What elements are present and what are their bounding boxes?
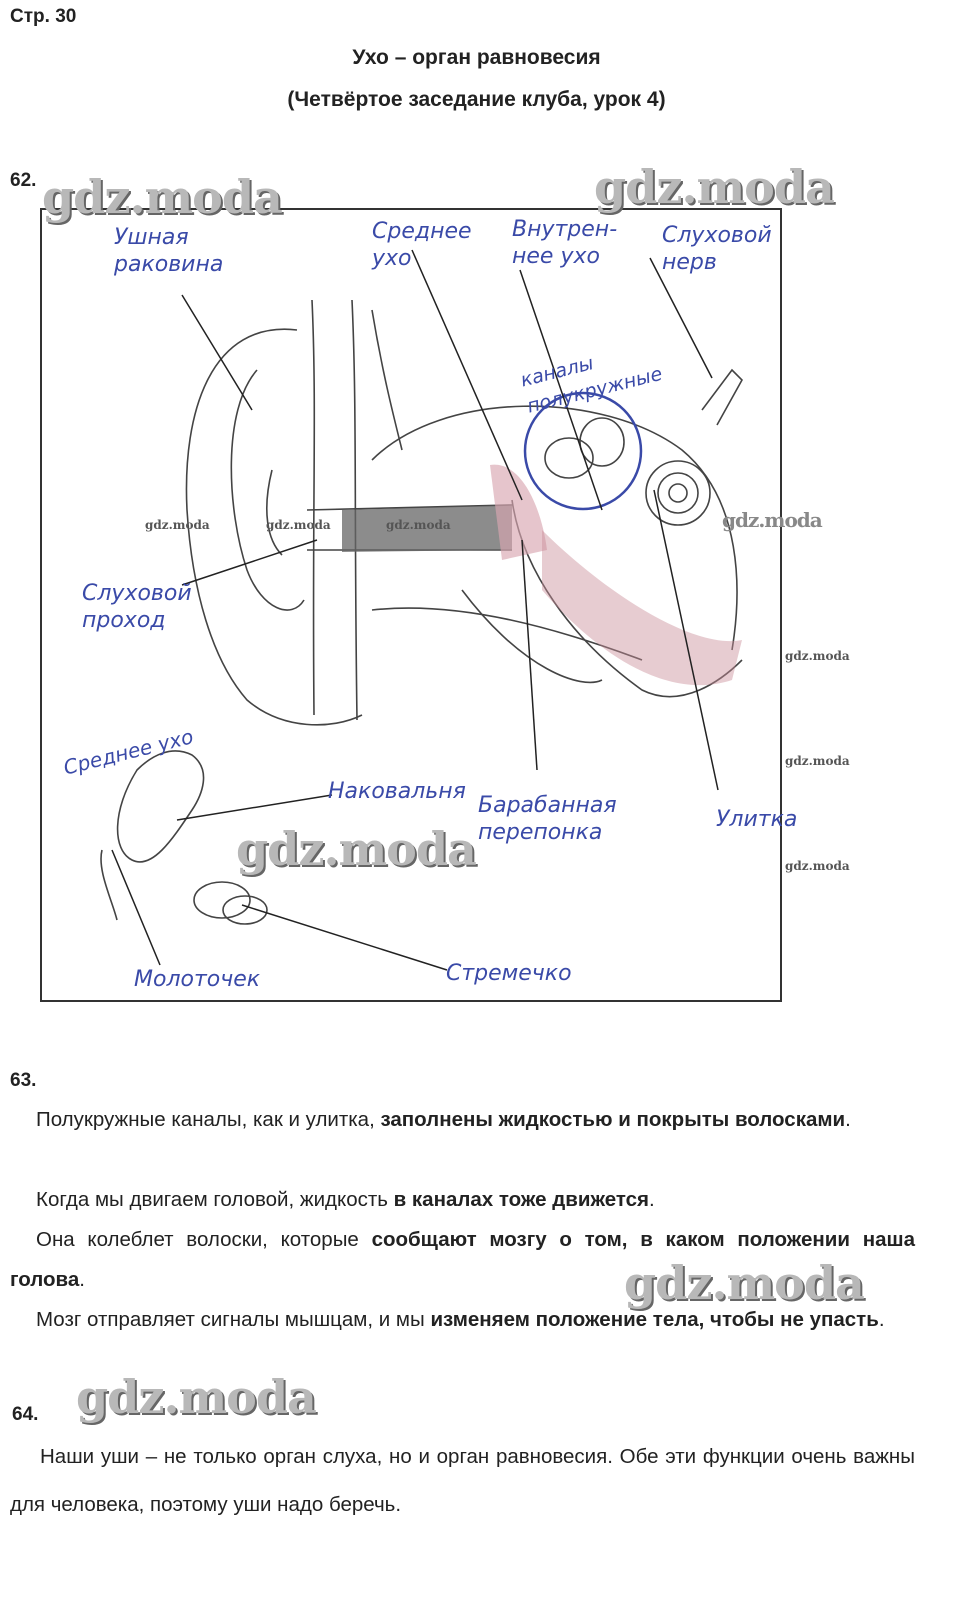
watermark: gdz.moda [42,170,283,224]
label-auditory-nerve: Слуховой нерв [662,223,772,275]
watermark-small: gdz.moda [145,518,210,532]
watermark-small: gdz.moda [785,754,850,768]
watermark: gdz.moda [236,822,477,876]
label-cochlea: Улитка [716,807,798,832]
watermark-small: gdz.moda [785,859,850,873]
task-62-number: 62. [10,170,37,191]
label-stapes: Стремечко [446,961,572,986]
label-ear-shell: Ушная раковина [114,225,224,277]
task-63-paragraph-3: Она колеблет волоски, которые сообщают м… [10,1228,915,1291]
ear-drawing [100,249,743,971]
watermark: gdz.moda [722,508,823,532]
semicircular-highlight [523,391,643,511]
label-incus: Наковальня [328,779,466,804]
label-inner-ear: Внутрен-нее ухо [512,217,618,269]
watermark-small: gdz.moda [785,649,850,663]
auricle-outline [185,328,363,726]
page-number: Стр. 30 [10,6,77,27]
malleus-outline [116,750,205,863]
watermark-small: gdz.moda [266,518,331,532]
task-63-number: 63. [10,1070,37,1091]
watermark: gdz.moda [594,160,835,214]
ear-canal-fill [342,505,512,552]
task-63-paragraph-1: Полукружные каналы, как и улитка, заполн… [36,1108,851,1131]
label-ear-canal: Слуховой проход [82,581,192,633]
watermark: gdz.moda [624,1256,865,1310]
label-eardrum: Барабанная перепонка [478,793,617,845]
page-subtitle: (Четвёртое заседание клуба, урок 4) [287,88,666,111]
task-64-number: 64. [12,1404,39,1425]
task-63-paragraph-2: Когда мы двигаем головой, жидкость в кан… [36,1188,655,1211]
page-title: Ухо – орган равновесия [352,46,601,69]
task-63-paragraph-4: Мозг отправляет сигналы мышцам, и мы изм… [36,1308,885,1331]
ear-diagram: Ушная раковина Среднее ухо Внутрен-нее у… [40,208,797,1002]
watermark: gdz.moda [76,1370,317,1424]
watermark-small: gdz.moda [386,518,451,532]
task-64-paragraph: Наши уши – не только орган слуха, но и о… [10,1445,915,1516]
stapes-outline [193,881,251,919]
label-middle-ear: Среднее ухо [372,219,472,271]
label-malleus: Молоточек [134,967,261,992]
